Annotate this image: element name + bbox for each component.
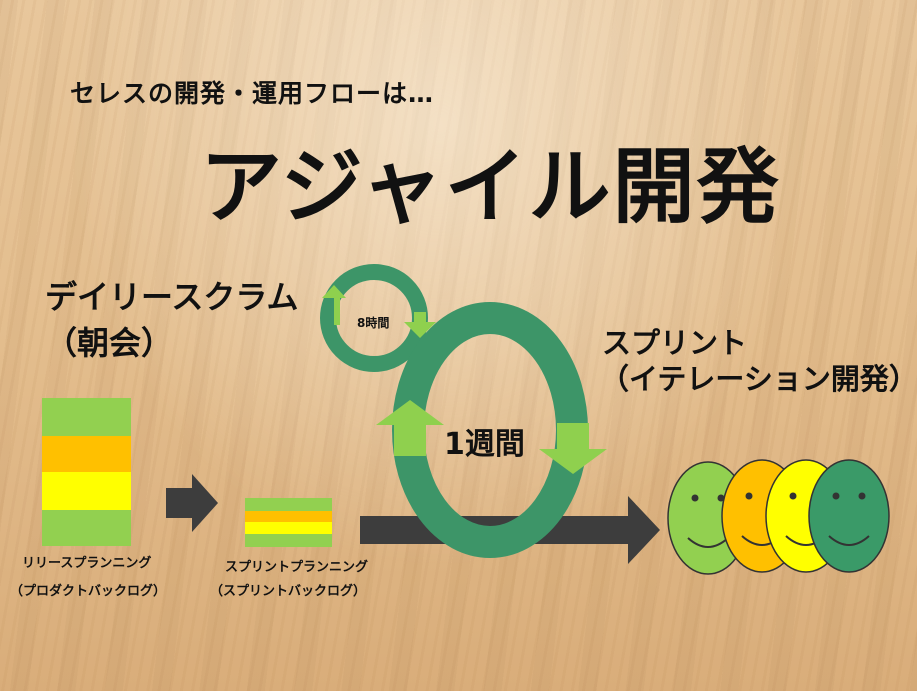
sprint-block-green bbox=[245, 534, 332, 547]
backlog-block-yellow bbox=[42, 472, 131, 510]
sprint-block-yellow bbox=[245, 522, 332, 534]
arrow-down-icon bbox=[539, 423, 607, 474]
release-planning-label: リリースプランニング bbox=[22, 556, 152, 571]
page-title: アジャイル開発 bbox=[200, 140, 781, 235]
subtitle: セレスの開発・運用フローは… bbox=[70, 79, 435, 108]
backlog-block-green bbox=[42, 398, 131, 436]
arrow-up-icon bbox=[376, 400, 444, 456]
backlog-block-orange bbox=[42, 436, 131, 472]
daily-scrum-sublabel: （朝会） bbox=[45, 324, 174, 362]
sprint-planning-label: スプリントプランニング bbox=[225, 560, 369, 575]
product-backlog-stack bbox=[42, 398, 131, 546]
backlog-block-green bbox=[42, 510, 131, 546]
sprint-sublabel: （イテレーション開発） bbox=[600, 362, 917, 396]
smiley-face-icon bbox=[808, 459, 890, 573]
sprint-label: スプリント bbox=[602, 326, 748, 360]
daily-scrum-label: デイリースクラム bbox=[45, 278, 299, 316]
sprint-cycle-label: 1週間 bbox=[444, 427, 525, 462]
sprint-planning-sublabel: （スプリントバックログ） bbox=[210, 584, 367, 599]
release-planning-sublabel: （プロダクトバックログ） bbox=[10, 584, 167, 599]
flow-arrow-short bbox=[166, 474, 218, 532]
sprint-block-orange bbox=[245, 511, 332, 522]
arrow-up-icon bbox=[322, 285, 346, 325]
sprint-backlog-stack bbox=[245, 498, 332, 547]
arrow-down-icon bbox=[404, 312, 436, 338]
daily-cycle-label: 8時間 bbox=[357, 315, 389, 330]
sprint-block-green bbox=[245, 498, 332, 511]
